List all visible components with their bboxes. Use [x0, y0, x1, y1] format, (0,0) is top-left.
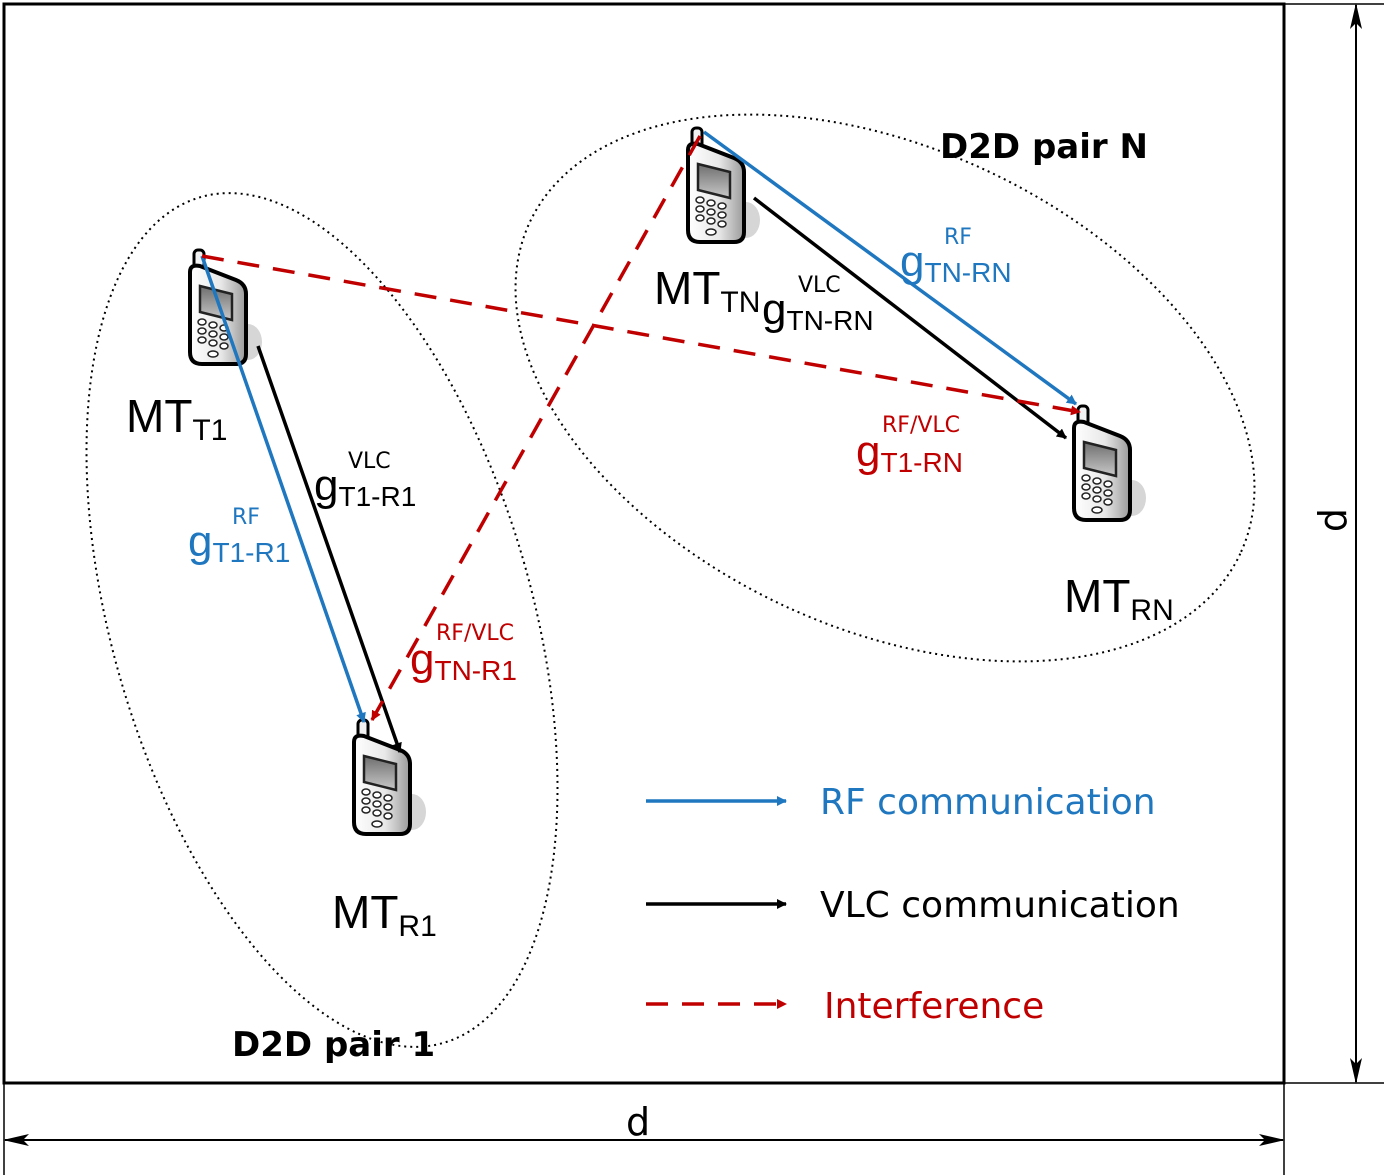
pairN-title: D2D pair N: [940, 127, 1148, 167]
phone-mt-rn-icon: [1072, 404, 1148, 522]
area-boundary: [2, 2, 1286, 1085]
gain-vlc-t1-r1-sup: VLC: [348, 449, 391, 474]
phone-mt-t1-icon: [188, 248, 264, 366]
gain-int-t1-rn: gT1-RN: [856, 427, 963, 478]
rf-link-tn-rn: [702, 130, 1078, 406]
rf-link-t1-r1: [200, 255, 366, 723]
gain-rf-tn-rn-sup: RF: [944, 225, 972, 250]
label-mt-r1: MTR1: [332, 886, 437, 943]
pair1-title: D2D pair 1: [232, 1025, 435, 1065]
dim-vertical-label: d: [1311, 508, 1355, 532]
gain-rf-tn-rn: gTN-RN: [900, 237, 1012, 288]
gain-int-tn-r1: gTN-R1: [410, 635, 517, 686]
gain-vlc-t1-r1: gT1-R1: [314, 461, 416, 512]
gain-vlc-tn-rn: gTN-RN: [762, 285, 874, 336]
gain-int-t1-rn-sup: RF/VLC: [882, 413, 960, 438]
legend-rf-label: RF communication: [820, 782, 1156, 823]
gain-rf-t1-r1-sup: RF: [232, 505, 260, 530]
legend: RF communication VLC communication Inter…: [646, 782, 1180, 1027]
label-mt-rn: MTRN: [1064, 570, 1174, 627]
gain-rf-t1-r1: gT1-R1: [188, 517, 290, 568]
pairN-ellipse: [514, 113, 1256, 663]
interference-t1-rn: [201, 254, 1081, 416]
legend-vlc-label: VLC communication: [820, 885, 1180, 926]
label-mt-tn: MTTN: [654, 262, 760, 319]
dim-horizontal-label: d: [626, 1100, 650, 1144]
label-mt-t1: MTT1: [126, 390, 227, 447]
pair1-ellipse: [85, 192, 559, 1048]
gain-int-tn-r1-sup: RF/VLC: [436, 621, 514, 646]
legend-interference-label: Interference: [824, 986, 1044, 1027]
gain-vlc-tn-rn-sup: VLC: [798, 273, 841, 298]
vlc-link-tn-rn: [752, 196, 1068, 440]
interference-tn-r1: [370, 135, 702, 721]
phone-mt-r1-icon: [352, 718, 428, 836]
vlc-link-t1-r1: [256, 345, 402, 753]
